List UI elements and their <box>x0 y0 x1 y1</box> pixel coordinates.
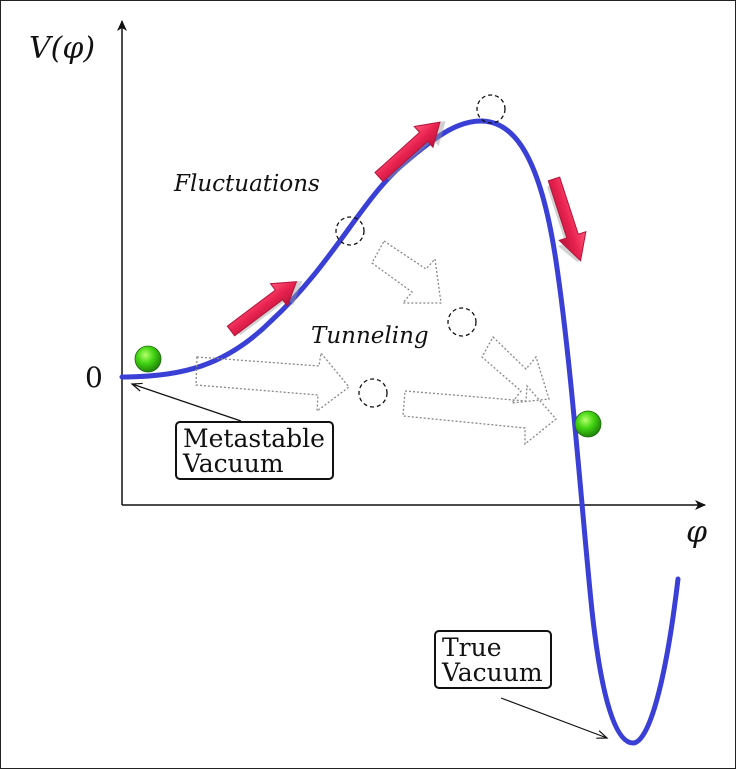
dashed-circle-1 <box>335 216 365 246</box>
fluctuation-arrows <box>226 121 587 337</box>
dashed-circle-4 <box>358 378 388 408</box>
red-arrow-3 <box>546 176 587 263</box>
dashed-circle-2 <box>476 94 506 124</box>
dashed-circle-3 <box>447 307 477 337</box>
fluctuations-label: Fluctuations <box>174 171 320 197</box>
tunnel-arrow-1 <box>195 351 350 413</box>
x-axis-label: φ <box>686 515 708 550</box>
ball-true-vacuum <box>574 410 602 438</box>
ball-metastable <box>134 345 162 373</box>
potential-curve <box>119 118 681 746</box>
true-vacuum-pointer <box>500 697 607 738</box>
metastable-vacuum-box: Metastable Vacuum <box>175 421 334 480</box>
tunnel-arrow-2 <box>402 384 557 446</box>
dashed-circles <box>335 94 506 408</box>
tunneling-label: Tunneling <box>311 323 429 349</box>
tunnel-arrow-4 <box>481 335 550 404</box>
tunnel-arrow-3 <box>371 240 442 304</box>
true-vacuum-line-2: Vacuum <box>442 658 543 687</box>
metastable-pointer <box>132 384 242 422</box>
red-arrow-2 <box>374 121 446 183</box>
true-vacuum-box: True Vacuum <box>434 630 552 689</box>
red-arrow-1 <box>226 281 303 337</box>
metastable-line-1: Metastable <box>183 424 325 453</box>
y-axis-label: V(φ) <box>29 31 96 66</box>
true-vacuum-line-1: True <box>442 633 502 662</box>
metastable-line-2: Vacuum <box>183 449 284 478</box>
zero-label: 0 <box>85 361 103 394</box>
tunneling-arrows <box>195 240 557 446</box>
